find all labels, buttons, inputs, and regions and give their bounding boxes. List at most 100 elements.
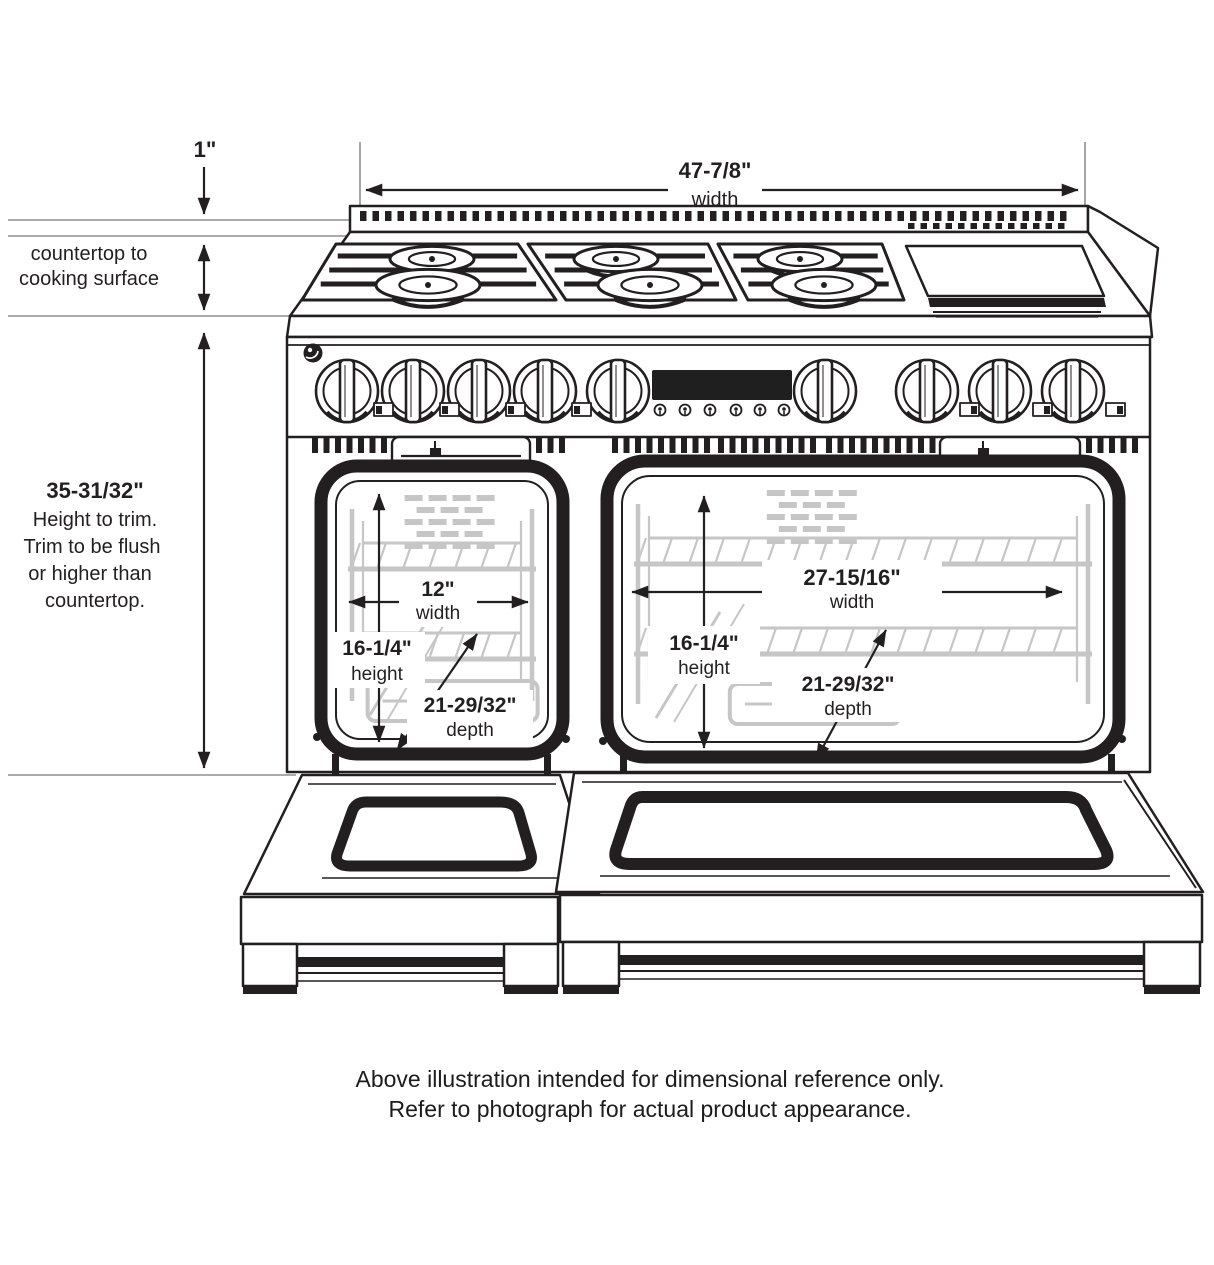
broiler-vent-dash bbox=[476, 543, 495, 549]
left-oven-width-label: width bbox=[415, 603, 460, 624]
caption: Above illustration intended for dimensio… bbox=[356, 1066, 945, 1122]
vent-slot bbox=[922, 211, 929, 221]
broiler-vent-dash bbox=[440, 531, 459, 537]
vent-slot bbox=[535, 211, 542, 221]
knob-handle bbox=[338, 358, 356, 424]
vent-dash bbox=[536, 438, 542, 453]
rack-wire bbox=[505, 632, 518, 660]
vent-slot bbox=[735, 211, 742, 221]
rack-wire bbox=[921, 537, 934, 565]
vent-slot bbox=[985, 211, 992, 221]
knob-indicator bbox=[373, 402, 394, 417]
burner-knob-5 bbox=[585, 358, 651, 424]
vent-slot bbox=[860, 211, 867, 221]
height-note-4: countertop. bbox=[45, 590, 145, 612]
rack-wire bbox=[739, 537, 752, 565]
vent-slots bbox=[360, 211, 1067, 229]
broiler-vent-dash bbox=[838, 538, 857, 544]
indicator-mark bbox=[574, 406, 580, 414]
vent-slot bbox=[995, 223, 1002, 229]
vent-slot bbox=[1020, 223, 1027, 229]
vent-slot bbox=[672, 211, 679, 221]
broiler-vent-dash bbox=[814, 514, 833, 520]
right-oven-height-value: 16-1/4" bbox=[669, 632, 739, 655]
vent-dash bbox=[718, 438, 724, 453]
rack-wire bbox=[999, 627, 1012, 655]
vent-slot bbox=[810, 211, 817, 221]
dim-one-inch: 1" bbox=[194, 137, 217, 215]
left-oven-depth-label: depth bbox=[446, 720, 494, 741]
screw-dot bbox=[313, 733, 321, 741]
burner-back-3-center bbox=[797, 256, 803, 262]
burner-front-2-center bbox=[647, 282, 653, 288]
display-button bbox=[729, 403, 743, 417]
rack-wire bbox=[895, 627, 908, 655]
vent-slot bbox=[958, 223, 965, 229]
burner-back-1-center bbox=[429, 256, 435, 262]
vent-slot bbox=[410, 211, 417, 221]
broiler-vent-dash bbox=[826, 502, 845, 508]
vent-dash bbox=[547, 438, 554, 453]
vent-slot bbox=[435, 211, 442, 221]
vent-slot bbox=[1045, 223, 1052, 229]
display-button bbox=[777, 403, 791, 417]
cooktop-front-bevel bbox=[285, 314, 1154, 339]
vent-slot bbox=[747, 211, 754, 221]
right-oven-width-value: 27-15/16" bbox=[803, 565, 900, 590]
left-door-window bbox=[331, 796, 537, 872]
vent-slot bbox=[1035, 211, 1042, 221]
hinge-bar bbox=[620, 754, 627, 776]
vent-slot bbox=[910, 211, 917, 221]
vent-dash bbox=[623, 438, 630, 453]
reference-lines bbox=[8, 142, 1086, 776]
vent-dash bbox=[646, 438, 653, 453]
vent-dash bbox=[906, 438, 913, 453]
vent-dash bbox=[764, 438, 770, 453]
vent-dash bbox=[612, 438, 618, 453]
broiler-vent-dash bbox=[778, 502, 797, 508]
rack-wire bbox=[921, 627, 934, 655]
display-button bbox=[678, 403, 692, 417]
rack-wire bbox=[1025, 537, 1038, 565]
vent-slot bbox=[897, 211, 904, 221]
vent-slot bbox=[597, 211, 604, 221]
knob-handle bbox=[918, 358, 936, 424]
vent-dash bbox=[895, 438, 901, 453]
screw-dot bbox=[599, 737, 607, 745]
vent-dash bbox=[787, 438, 793, 453]
display-button-dot bbox=[683, 407, 687, 411]
vent-slot bbox=[947, 211, 954, 221]
burner-knob-3 bbox=[446, 358, 512, 424]
one-inch-value: 1" bbox=[194, 137, 217, 162]
oven-display bbox=[652, 370, 792, 400]
burner-front-3-center bbox=[821, 282, 827, 288]
broiler-vent-dash bbox=[452, 543, 471, 549]
right-oven-depth-label: depth bbox=[824, 699, 872, 720]
vent-dash bbox=[369, 438, 376, 453]
vent-dash bbox=[752, 438, 759, 453]
vent-slot bbox=[822, 211, 829, 221]
knob-handle bbox=[609, 358, 627, 424]
broiler-vent-dash bbox=[404, 543, 423, 549]
vent-slot bbox=[997, 211, 1004, 221]
vent-slot bbox=[908, 223, 915, 229]
vent-slot bbox=[1060, 211, 1067, 221]
burner-knob-7 bbox=[894, 358, 960, 424]
vent-dash bbox=[826, 438, 832, 453]
knob-handle bbox=[536, 358, 554, 424]
height-value: 35-31/32" bbox=[46, 478, 143, 503]
broiler-vent-dash bbox=[766, 538, 785, 544]
left-oven-dimensions: 12" width 16-1/4" height 21-29/32" depth bbox=[329, 493, 533, 751]
rack-wire bbox=[999, 537, 1012, 565]
vent-slot bbox=[960, 211, 967, 221]
indicator-mark bbox=[442, 406, 448, 414]
rack-wire bbox=[765, 627, 778, 655]
burner-knob-9 bbox=[1040, 358, 1106, 424]
caption-line2: Refer to photograph for actual product a… bbox=[389, 1096, 912, 1122]
display-button-dot bbox=[758, 407, 762, 411]
burner-grate-3 bbox=[716, 242, 906, 309]
rack-wire bbox=[973, 537, 986, 565]
vent-slot bbox=[422, 211, 429, 221]
burner-knob-4 bbox=[512, 358, 578, 424]
height-note-2: Trim to be flush bbox=[23, 536, 160, 558]
